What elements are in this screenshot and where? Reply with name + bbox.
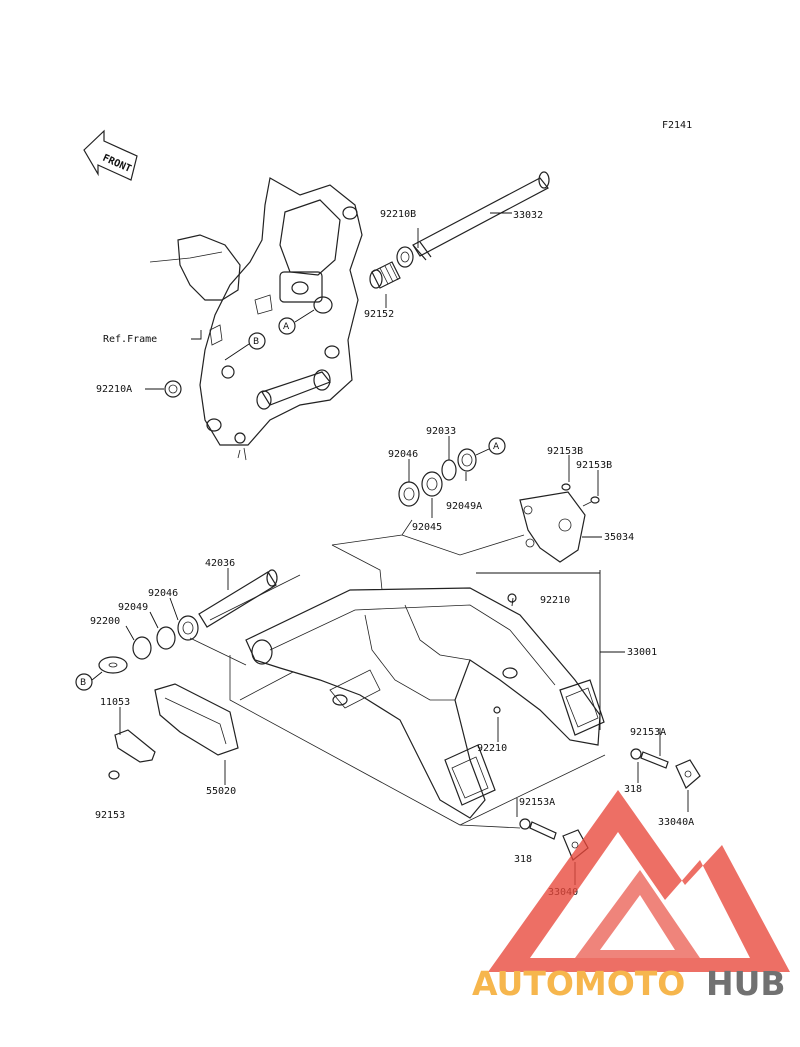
label-92045: 92045 [412,522,442,533]
label-42036: 42036 [205,558,235,569]
svg-text:A: A [283,322,290,332]
label-33040A: 33040A [658,817,694,828]
label-92153B-1: 92153B [547,446,583,457]
label-92049A: 92049A [446,501,482,512]
swingarm-33001 [245,587,605,819]
nut-92210B [396,246,414,268]
label-92049: 92049 [118,602,148,613]
label-318-right: 318 [624,784,642,795]
callout-a-frame: A [278,309,315,335]
label-92153A-bottom: 92153A [519,797,555,808]
bracket-35034 [519,491,586,563]
chain-guard-55020 [154,683,239,756]
bolt-92153A-right [640,751,669,769]
part-labels: 92210B 33032 92152 Ref.Frame 92210A 9203… [90,209,694,898]
watermark-text-primary: AUTOMOTO [472,964,685,1003]
block-33040A [675,759,701,789]
label-92210A: 92210A [96,384,132,395]
label-33032: 33032 [513,210,543,221]
label-55020: 55020 [206,786,236,797]
svg-text:B: B [80,678,86,688]
callout-a-seal: A [475,437,506,456]
label-92046-top: 92046 [388,449,418,460]
seal-92200 [132,636,152,660]
label-92153B-2: 92153B [576,460,612,471]
bolt-92210-top [507,593,517,603]
callout-b-left: B [75,671,103,691]
seal-92049A [457,448,477,472]
bearing-92046-top [398,481,420,507]
bearing-92046-left [177,615,199,641]
watermark-text-secondary: HUB [706,964,786,1003]
label-318-bottom: 318 [514,854,532,865]
label-92046-left: 92046 [148,588,178,599]
label-11053: 11053 [100,697,130,708]
nut-318-bottom [519,818,531,830]
front-arrow-label: FRONT [101,153,133,175]
washer-left [98,656,128,674]
svg-text:B: B [253,337,259,347]
label-92210B: 92210B [380,209,416,220]
callout-b-frame: B [224,332,266,361]
label-92210-mid: 92210 [477,743,507,754]
figure-code: F2141 [662,120,692,131]
front-arrow-icon: FRONT [83,129,138,181]
watermark-triangle-icon [488,790,790,972]
bolt-92153 [108,770,120,780]
label-33001: 33001 [627,647,657,658]
ring-92033 [441,459,457,481]
seal-92049 [156,626,176,650]
frame-drawing [149,177,363,461]
bearing-92045 [421,471,443,497]
label-ref-frame: Ref.Frame [103,334,157,345]
label-92033: 92033 [426,426,456,437]
leader-lines [119,212,689,885]
label-92152: 92152 [364,309,394,320]
bolt-92153B-1 [561,483,571,491]
label-92210-top: 92210 [540,595,570,606]
bolt-92153B-2 [582,496,600,507]
bolt-92153A-bottom [529,821,557,840]
plate-11053 [114,729,156,763]
bolt-92210-mid [493,706,501,714]
label-35034: 35034 [604,532,634,543]
collar-92152 [369,261,401,289]
label-92153A-right: 92153A [630,727,666,738]
pivot-shaft-33032 [412,171,550,261]
nut-92210A [164,380,182,398]
label-92153: 92153 [95,810,125,821]
sleeve-42036 [198,569,278,628]
nut-318-right [630,748,642,760]
svg-text:A: A [493,442,500,452]
label-92200: 92200 [90,616,120,627]
watermark-logo: AUTOMOTO HUB [472,790,790,1003]
